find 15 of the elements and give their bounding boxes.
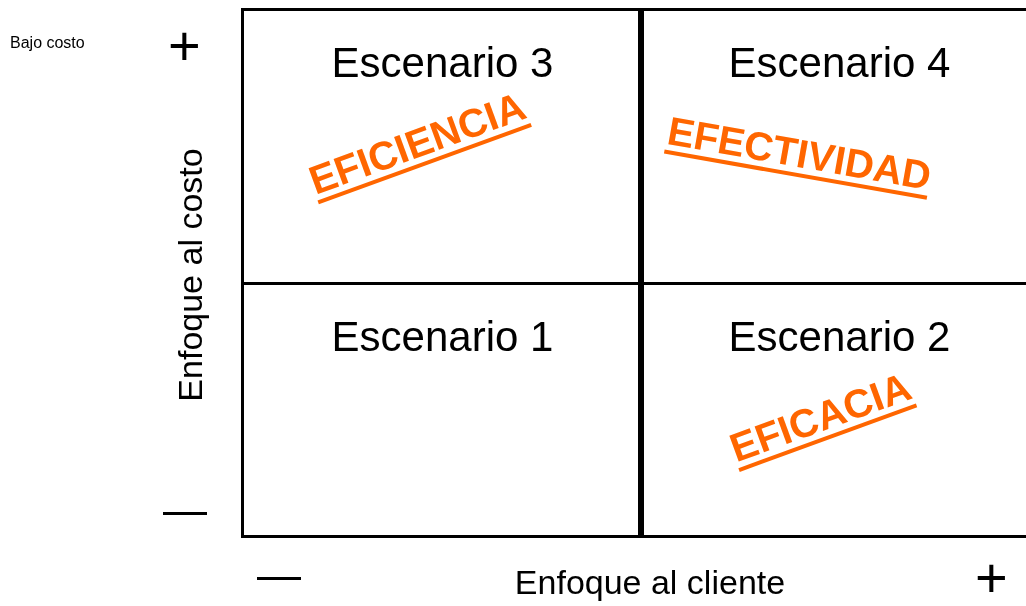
axis-title: Enfoque al costo	[173, 148, 207, 402]
scenario-heading: Escenario 2	[727, 313, 952, 361]
axis-end-label: Bajo costo	[10, 35, 85, 51]
scenario-heading: Escenario 4	[727, 39, 952, 87]
axis-title: Enfoque al cliente	[514, 565, 786, 599]
quadrant-box	[638, 282, 1026, 538]
plus-sign: +	[168, 18, 201, 74]
quadrant-box	[638, 8, 1026, 285]
minus-sign: —	[257, 553, 301, 597]
quadrant-box	[241, 8, 644, 285]
minus-sign: —	[163, 488, 207, 532]
plus-sign: +	[975, 550, 1008, 606]
quadrant-box	[241, 282, 644, 538]
scenario-heading: Escenario 1	[330, 313, 555, 361]
scenario-heading: Escenario 3	[330, 39, 555, 87]
